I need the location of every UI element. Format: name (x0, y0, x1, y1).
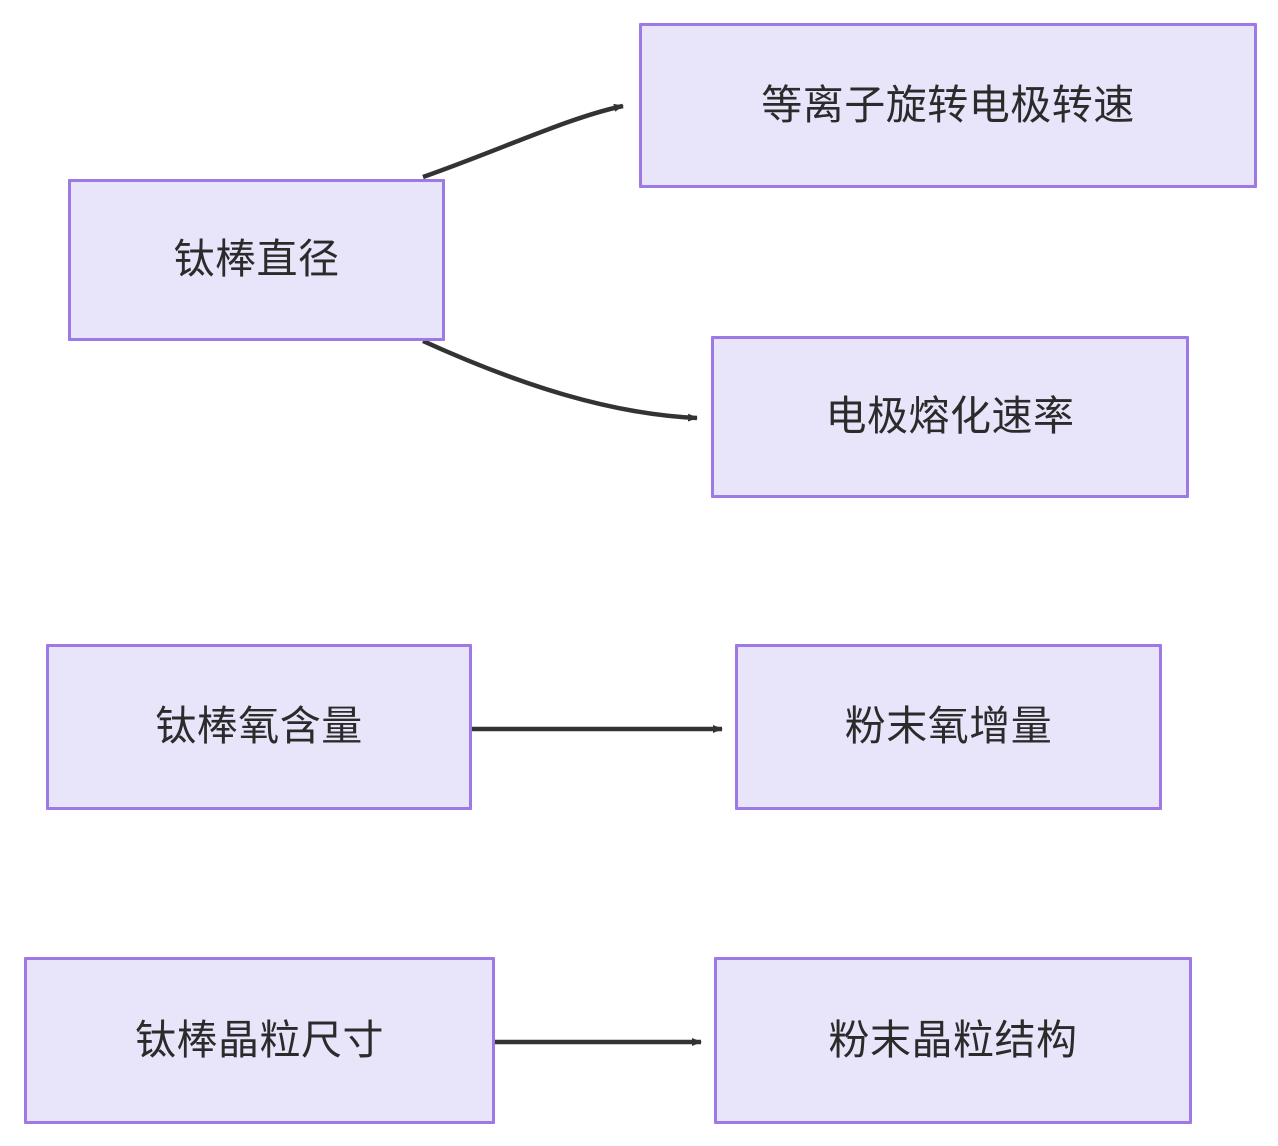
node-label: 钛棒氧含量 (155, 703, 363, 750)
edge-diameter-to-speed (422, 103, 624, 180)
node-bar-oxygen[interactable]: 钛棒氧含量 (46, 644, 472, 810)
node-label: 粉末氧增量 (844, 703, 1053, 750)
node-label: 粉末晶粒结构 (828, 1016, 1078, 1063)
node-melt-rate[interactable]: 电极熔化速率 (711, 336, 1189, 498)
node-label: 钛棒直径 (173, 236, 340, 283)
node-powder-oxygen[interactable]: 粉末氧增量 (735, 644, 1162, 810)
node-bar-diameter[interactable]: 钛棒直径 (68, 179, 445, 341)
node-label: 电极熔化速率 (825, 393, 1075, 440)
node-label: 钛棒晶粒尺寸 (135, 1016, 384, 1063)
node-powder-grain[interactable]: 粉末晶粒结构 (714, 957, 1192, 1124)
node-plasma-speed[interactable]: 等离子旋转电极转速 (639, 23, 1257, 188)
edge-diameter-to-meltrate (422, 338, 698, 422)
node-bar-grain-size[interactable]: 钛棒晶粒尺寸 (24, 957, 495, 1124)
node-label: 等离子旋转电极转速 (761, 81, 1135, 128)
